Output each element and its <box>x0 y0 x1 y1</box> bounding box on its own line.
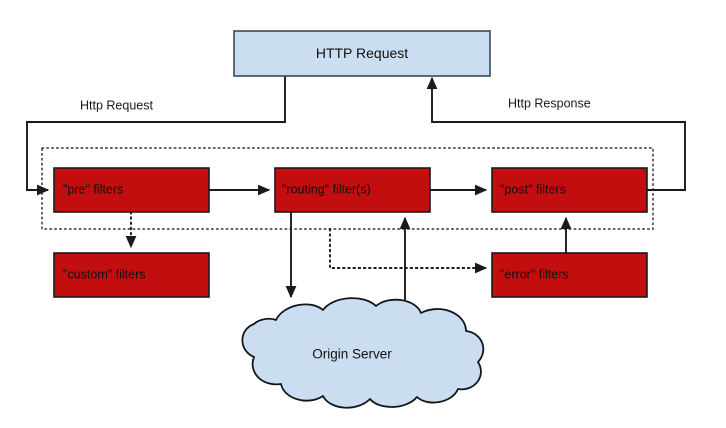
post-filters-label: "post" filters <box>500 182 566 196</box>
node-error-filters[interactable]: "error" filters <box>491 252 648 298</box>
pre-filters-label: "pre" filters <box>63 182 123 196</box>
edge-label-http-response: Http Response <box>508 96 591 110</box>
edge-http-request-to-pre-filters <box>26 76 286 196</box>
node-pre-filters[interactable]: "pre" filters <box>53 167 210 213</box>
node-custom-filters[interactable]: "custom" filters <box>53 252 210 298</box>
edge-post-filters-to-http-request <box>426 76 686 191</box>
edge-filter-chain-to-error-filters <box>329 228 488 274</box>
cloud-shape <box>241 297 485 409</box>
node-http-request-box[interactable]: HTTP Request <box>233 30 491 77</box>
node-post-filters[interactable]: "post" filters <box>491 167 648 213</box>
node-routing-filters[interactable]: "routing" filter(s) <box>274 167 431 213</box>
routing-filters-label: "routing" filter(s) <box>282 182 371 196</box>
origin-server-label: Origin Server <box>312 347 392 362</box>
edge-label-http-request: Http Request <box>80 98 153 112</box>
node-origin-server-cloud[interactable]: Origin Server <box>241 297 485 409</box>
custom-filters-label: "custom" filters <box>63 267 146 281</box>
http-request-box-label: HTTP Request <box>316 45 408 61</box>
error-filters-label: "error" filters <box>500 267 569 281</box>
